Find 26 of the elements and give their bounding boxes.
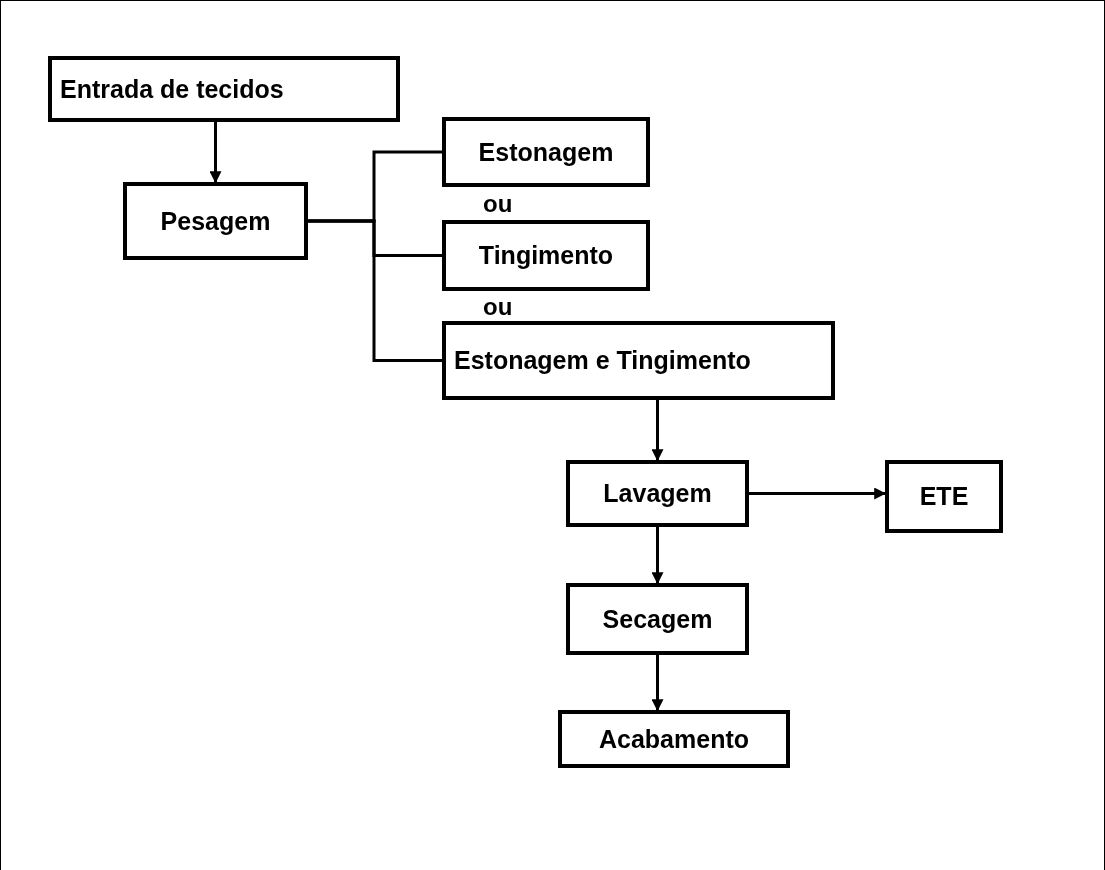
process-box: [123, 182, 308, 260]
arrow: [651, 400, 664, 462]
process-box: [566, 583, 749, 655]
arrow: [749, 487, 887, 500]
box-label: Secagem: [602, 604, 713, 634]
box-label: Entrada de tecidos: [60, 74, 284, 104]
box-label: Lavagem: [603, 479, 712, 508]
box-label: Tingimento: [478, 241, 614, 270]
process-box: [566, 460, 749, 527]
box-label: ETE: [919, 482, 969, 511]
process-box: [558, 710, 790, 768]
arrow: [209, 122, 222, 184]
process-box: [442, 220, 650, 291]
arrow: [651, 655, 664, 712]
box-label: Acabamento: [598, 724, 749, 754]
process-box: [885, 460, 1003, 533]
process-box: [48, 56, 400, 122]
connector-line: [308, 219, 442, 362]
process-box: [442, 321, 835, 400]
connector-note: ou: [483, 295, 513, 319]
process-box: [442, 117, 650, 187]
box-label: Estonagem e Tingimento: [454, 346, 751, 375]
box-label: Estonagem: [478, 137, 614, 167]
connector-note: ou: [483, 192, 513, 216]
arrow: [651, 527, 664, 585]
box-label: Pesagem: [160, 206, 271, 236]
